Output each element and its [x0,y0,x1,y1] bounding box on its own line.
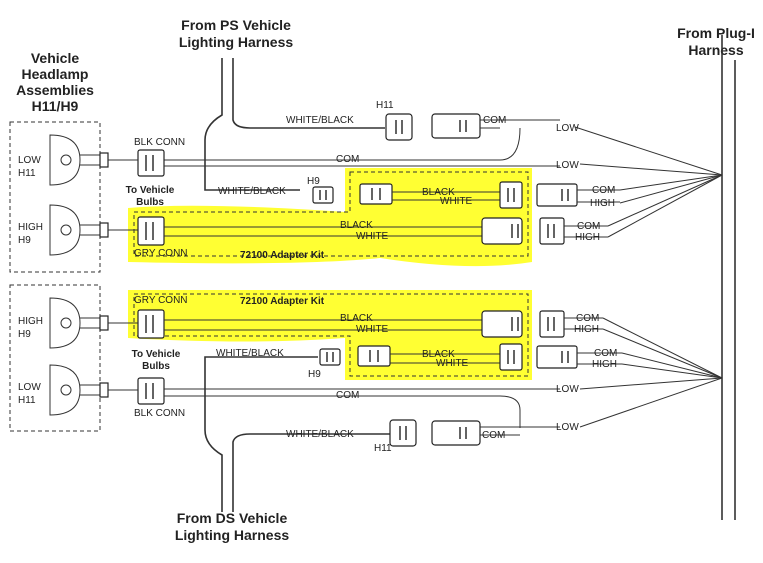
plug-connector-top-1 [536,183,578,207]
label-h11-top: H11 [376,100,394,111]
gry-conn-bottom [137,309,165,339]
lamp-high-bottom [49,297,109,349]
lamp-high-top [49,204,109,256]
label-black-kit-bottom-2: BLACK [422,349,455,360]
kit-outline-bottom [133,293,529,377]
lamp-low-top [49,134,109,186]
ps-header-line2: Lighting Harness [179,34,294,50]
label-kit-bottom: 72100 Adapter Kit [240,296,325,307]
headlamp-header-line2: Headlamp [22,66,89,82]
kit-highlight-top [128,168,532,267]
label-black-kit-bottom-1: BLACK [340,313,373,324]
ps-harness-wire-1 [204,58,300,191]
com-wire-bottom [164,395,521,428]
lamp-high-top-label2: H9 [18,235,31,246]
label-com-plug-top-1: COM [592,185,615,196]
label-to-vehicle-bulbs-top-2: Bulbs [136,197,164,208]
label-blk-conn-bottom: BLK CONN [134,408,185,419]
h11-connector-top [385,113,413,141]
kit-bottom-connector-right [499,343,523,371]
plug-fan-top [574,126,723,238]
label-to-vehicle-bulbs-top-1: To Vehicle [126,185,175,196]
h9-connector-bottom [319,348,341,366]
plug-connector-top-2 [539,217,565,245]
plug-fan-bottom [579,317,723,428]
gry-conn-top [137,216,165,246]
label-com-bottom-h11: COM [482,430,505,441]
lamp-low-bottom-label2: H11 [18,395,36,406]
label-low-bottom-1: LOW [556,384,579,395]
ds-harness-wire-1 [204,356,318,512]
lamp-high-bottom-label2: H9 [18,329,31,340]
label-high-plug-bottom-2: HIGH [592,359,617,370]
lamp-box-bottom [9,284,101,432]
label-white-kit-top-1: WHITE [440,196,473,207]
kit-bottom-connector-left [357,345,391,367]
ps-harness-wire-2 [232,58,385,129]
h11-mating-top [431,113,481,139]
label-kit-top: 72100 Adapter Kit [240,250,325,261]
label-white-black-ds-h11: WHITE/BLACK [286,429,354,440]
label-to-vehicle-bulbs-bottom-2: Bulbs [142,361,170,372]
label-white-black-ps-h9: WHITE/BLACK [218,186,286,197]
plug-connector-bottom-1 [539,310,565,338]
label-com-plug-bottom-2: COM [594,348,617,359]
label-black-kit-top-2: BLACK [340,220,373,231]
label-com-plug-top-2: COM [577,221,600,232]
label-blk-conn-top: BLK CONN [134,137,185,148]
label-h9-bottom: H9 [308,369,321,380]
kit-highlight-bottom [128,290,532,380]
label-gry-conn-top: GRY CONN [134,248,188,259]
lamp-low-top-label2: H11 [18,168,36,179]
h11-mating-bottom [431,420,481,446]
label-high-plug-top-2: HIGH [575,232,600,243]
plug-header-line2: Harness [688,42,743,58]
plug-header-line1: From Plug-I [677,25,755,41]
label-white-kit-bottom-1: WHITE [356,324,389,335]
headlamp-header-line3: Assemblies [16,82,94,98]
kit-outline-top [133,171,529,257]
headlamp-header-line1: Vehicle [31,50,79,66]
lamp-high-top-label1: HIGH [18,222,43,233]
label-high-plug-top-1: HIGH [590,198,615,209]
label-white-kit-top-2: WHITE [356,231,389,242]
label-low-top-1: LOW [556,123,579,134]
com-wire-top [134,127,521,161]
kit-bottom-socket [481,310,523,338]
label-com-bottom: COM [336,390,359,401]
lamp-low-bottom-label1: LOW [18,382,41,393]
label-gry-conn-bottom: GRY CONN [134,295,188,306]
lamp-high-bottom-label1: HIGH [18,316,43,327]
label-h11-bottom: H11 [374,443,392,454]
label-white-black-ps-h11: WHITE/BLACK [286,115,354,126]
plug-connector-bottom-2 [536,345,578,369]
label-com-top: COM [336,154,359,165]
label-to-vehicle-bulbs-bottom-1: To Vehicle [132,349,181,360]
h9-connector-top [312,186,334,204]
h11-connector-bottom [389,419,417,447]
headlamp-header-line4: H11/H9 [32,98,79,114]
label-low-bottom-2: LOW [556,422,579,433]
label-com-plug-bottom-1: COM [576,313,599,324]
lamp-box-top [9,121,101,273]
label-high-plug-bottom-1: HIGH [574,324,599,335]
ps-header-line1: From PS Vehicle [181,17,291,33]
blk-conn-top [137,149,165,177]
ds-header-line2: Lighting Harness [175,527,290,543]
kit-top-connector-left [359,183,393,205]
label-white-black-ds-h9: WHITE/BLACK [216,348,284,359]
label-white-kit-bottom-2: WHITE [436,358,469,369]
label-low-top-2: LOW [556,160,579,171]
lamp-low-top-label1: LOW [18,155,41,166]
label-h9-top: H9 [307,176,320,187]
kit-top-connector-right [499,181,523,209]
kit-top-socket [481,217,523,245]
label-com-top-h11: COM [483,115,506,126]
ds-header-line1: From DS Vehicle [177,510,288,526]
label-black-kit-top-1: BLACK [422,187,455,198]
lamp-low-bottom [49,364,109,416]
blk-conn-bottom [137,377,165,405]
ds-harness-wire-2 [232,433,390,512]
